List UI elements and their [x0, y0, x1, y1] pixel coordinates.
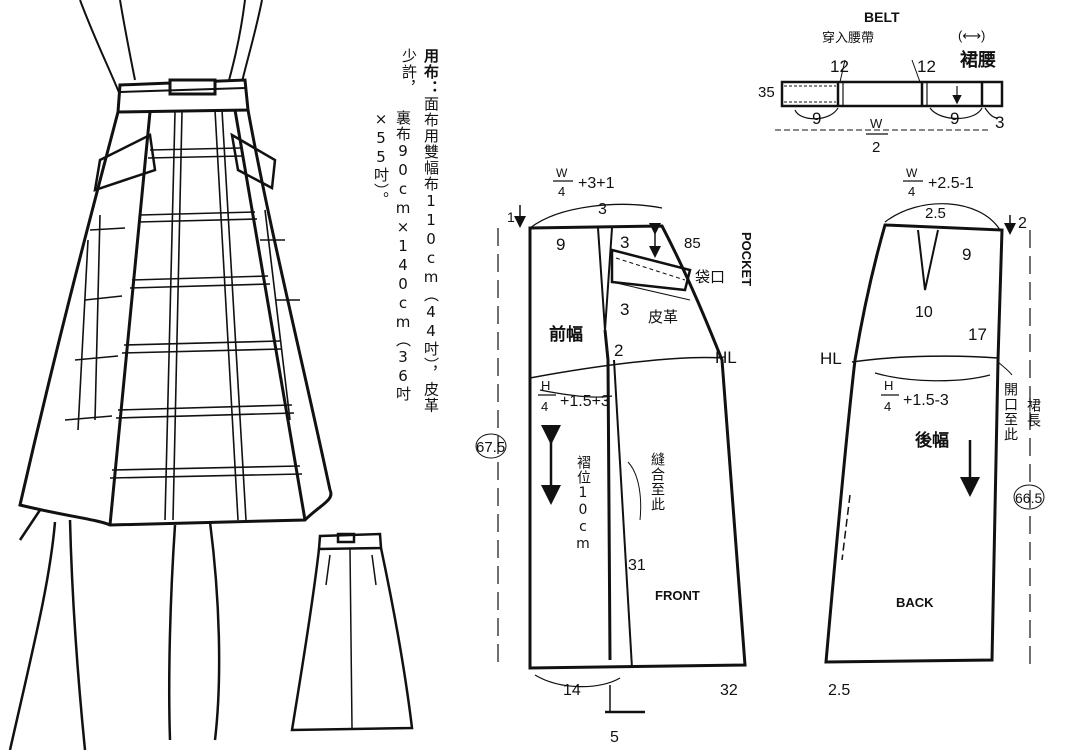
front-m-14: 14 [563, 682, 581, 699]
belt-pattern [775, 59, 1004, 131]
front-m-32: 32 [720, 682, 738, 699]
back-m-9: 9 [962, 245, 971, 264]
front-pocket-label: POCKET [739, 232, 754, 286]
back-name-cn: 後幅 [915, 430, 949, 451]
belt-m-12a: 12 [830, 57, 849, 76]
back-w-num: W [906, 166, 918, 180]
front-name-en: FRONT [655, 588, 700, 603]
back-h-den: 4 [884, 399, 891, 414]
small-skirt-sketch [290, 532, 414, 732]
belt-direction: (⟷) [958, 28, 985, 43]
front-hl: HL [715, 348, 737, 367]
front-m-5: 5 [610, 729, 619, 746]
belt-m-9b: 9 [950, 109, 959, 128]
front-name-cn: 前幅 [549, 324, 583, 345]
fabric-note-line2: 裏布90cm×140cm（36吋×55吋）。 [372, 110, 412, 402]
back-m-25: 2.5 [925, 205, 946, 222]
back-name-en: BACK [896, 595, 934, 610]
front-waist-expr: +3+1 [578, 175, 615, 192]
front-m-1: 1 [507, 209, 515, 225]
back-m-17: 17 [968, 325, 987, 344]
front-m-2: 2 [614, 341, 623, 360]
back-pattern [824, 203, 1031, 665]
front-leather: 皮革 [648, 308, 678, 326]
front-h-num: H [541, 378, 550, 393]
front-w-den: 4 [558, 184, 565, 199]
back-w-den: 4 [908, 184, 915, 199]
belt-title: BELT [864, 9, 900, 25]
front-hip-expr: +1.5+3 [560, 393, 610, 410]
belt-m-9a: 9 [812, 109, 821, 128]
front-h-den: 4 [541, 399, 548, 414]
back-m-2: 2 [1018, 215, 1027, 232]
front-pleat-note: 褶位10cm [575, 455, 591, 553]
fabric-note-heading: 用布： [422, 48, 440, 96]
front-sew-note: 縫合至此 [649, 452, 665, 512]
belt-m-35: 35 [758, 84, 775, 101]
belt-w-num: W [870, 116, 883, 131]
front-m-85: 85 [684, 235, 701, 252]
back-hl: HL [820, 349, 842, 368]
belt-m-12b: 12 [917, 57, 936, 76]
front-m-31: 31 [628, 557, 646, 574]
back-opening-note: 開口至此 [1002, 382, 1018, 442]
front-pocket-mouth: 袋口 [695, 268, 725, 286]
front-m-3c: 3 [620, 300, 629, 319]
back-length: 66.5 [1015, 490, 1042, 506]
back-m-25b: 2.5 [828, 682, 850, 699]
fabric-note-line1: 面布用雙幅布110cm（44吋），皮革少許， [400, 48, 440, 414]
front-m-9: 9 [556, 235, 565, 254]
belt-label: 裙腰 [960, 49, 996, 71]
back-m-10: 10 [915, 304, 933, 321]
front-length: 67.5 [476, 439, 505, 456]
fabric-note-col1: 用布：面布用雙幅布110cm（44吋），皮革少許， [398, 48, 442, 428]
front-pattern [497, 203, 747, 714]
belt-w-den: 2 [872, 139, 880, 156]
belt-m-3: 3 [995, 113, 1004, 132]
back-hip-expr: +1.5-3 [903, 392, 949, 409]
back-waist-expr: +2.5-1 [928, 175, 974, 192]
front-m-3top: 3 [598, 201, 607, 218]
front-m-3b: 3 [620, 233, 629, 252]
belt-thread-note: 穿入腰帶 [822, 30, 874, 46]
skirt-illustration [8, 0, 333, 750]
back-h-num: H [884, 378, 893, 393]
front-w-num: W [556, 166, 568, 180]
back-skirt-length-note: 裙長 [1025, 398, 1041, 428]
